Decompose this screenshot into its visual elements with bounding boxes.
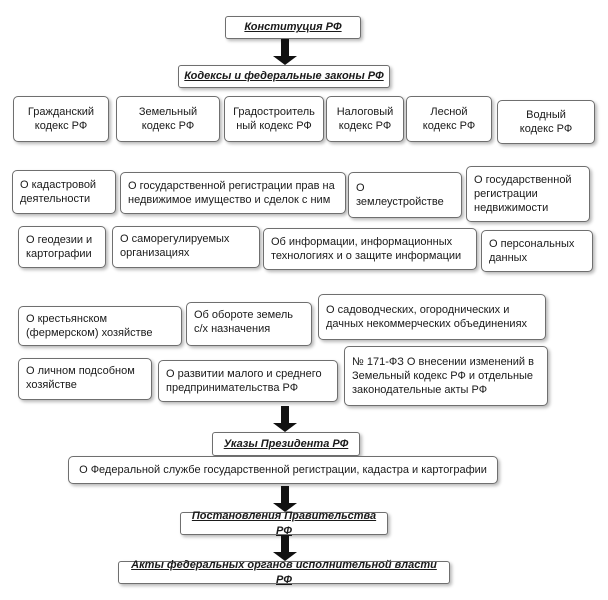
codes-laws-box: Кодексы и федеральные законы РФ: [178, 65, 390, 88]
law-sro: О саморегулируемых организациях: [112, 226, 260, 268]
law-land-management: О землеустройстве: [348, 172, 462, 218]
law-state-registration-rights-label: О государственной регистрации прав на не…: [128, 179, 335, 206]
law-state-registration-realty: О государственной регистрации недвижимос…: [466, 166, 590, 222]
decree-item: О Федеральной службе государственной рег…: [68, 456, 498, 484]
decree-item-label: О Федеральной службе государственной рег…: [79, 463, 487, 476]
code-forest: Лесной кодекс РФ: [406, 96, 492, 142]
law-personal-data-label: О персональных данных: [489, 237, 575, 264]
law-fz171: № 171-ФЗ О внесении изменений в Земельны…: [344, 346, 548, 406]
code-water-label: Водный кодекс РФ: [519, 108, 573, 135]
law-small-business-label: О развитии малого и среднего предпринима…: [166, 367, 322, 394]
law-gardening-label: О садоводческих, огороднических и дачных…: [326, 303, 528, 330]
law-information-label: Об информации, информационных технология…: [271, 235, 462, 262]
law-personal-data: О персональных данных: [481, 230, 593, 272]
code-forest-label: Лесной кодекс РФ: [422, 105, 476, 132]
codes-laws-label: Кодексы и федеральные законы РФ: [184, 70, 384, 83]
arrow-down-icon: [273, 406, 297, 432]
code-civil: Гражданский кодекс РФ: [13, 96, 109, 142]
code-tax: Налоговый кодекс РФ: [326, 96, 404, 142]
code-water: Водный кодекс РФ: [497, 100, 595, 144]
arrow-down-icon: [273, 486, 297, 512]
law-fz171-label: № 171-ФЗ О внесении изменений в Земельны…: [352, 355, 534, 397]
law-gardening: О садоводческих, огороднических и дачных…: [318, 294, 546, 340]
arrow-down-icon: [273, 535, 297, 561]
law-state-registration-rights: О государственной регистрации прав на не…: [120, 172, 346, 214]
law-geodesy: О геодезии и картографии: [18, 226, 106, 268]
law-cadastre-label: О кадастровой деятельности: [20, 178, 97, 205]
code-land: Земельный кодекс РФ: [116, 96, 220, 142]
constitution-box: Конституция РФ: [225, 16, 361, 39]
decrees-box: Указы Президента РФ: [212, 432, 360, 456]
code-tax-label: Налоговый кодекс РФ: [336, 105, 394, 132]
law-farm: О крестьянском (фермерском) хозяйстве: [18, 306, 182, 346]
code-urban-label: Градостроитель ный кодекс РФ: [233, 105, 315, 132]
decrees-label: Указы Президента РФ: [223, 437, 349, 450]
law-farm-label: О крестьянском (фермерском) хозяйстве: [26, 312, 153, 339]
resolutions-label: Постановления Правительства РФ: [191, 510, 377, 537]
acts-box: Акты федеральных органов исполнительной …: [118, 559, 450, 586]
law-land-management-label: О землеустройстве: [356, 181, 444, 208]
law-small-business: О развитии малого и среднего предпринима…: [158, 360, 338, 402]
arrow-down-icon: [273, 39, 297, 65]
code-urban: Градостроитель ный кодекс РФ: [224, 96, 324, 142]
law-personal-subsidiary-label: О личном подсобном хозяйстве: [26, 365, 135, 392]
code-land-label: Земельный кодекс РФ: [138, 105, 198, 132]
law-agri-land-label: Об обороте земель с/х назначения: [194, 309, 294, 336]
constitution-label: Конституция РФ: [244, 21, 342, 34]
acts-label: Акты федеральных органов исполнительной …: [131, 559, 437, 586]
law-state-registration-realty-label: О государственной регистрации недвижимос…: [474, 173, 572, 215]
code-civil-label: Гражданский кодекс РФ: [27, 105, 95, 132]
law-sro-label: О саморегулируемых организациях: [120, 233, 230, 260]
law-agri-land: Об обороте земель с/х назначения: [186, 302, 312, 346]
resolutions-box: Постановления Правительства РФ: [180, 510, 388, 537]
law-geodesy-label: О геодезии и картографии: [26, 233, 93, 260]
law-information: Об информации, информационных технология…: [263, 228, 477, 270]
law-personal-subsidiary: О личном подсобном хозяйстве: [18, 358, 152, 400]
law-cadastre: О кадастровой деятельности: [12, 170, 116, 214]
